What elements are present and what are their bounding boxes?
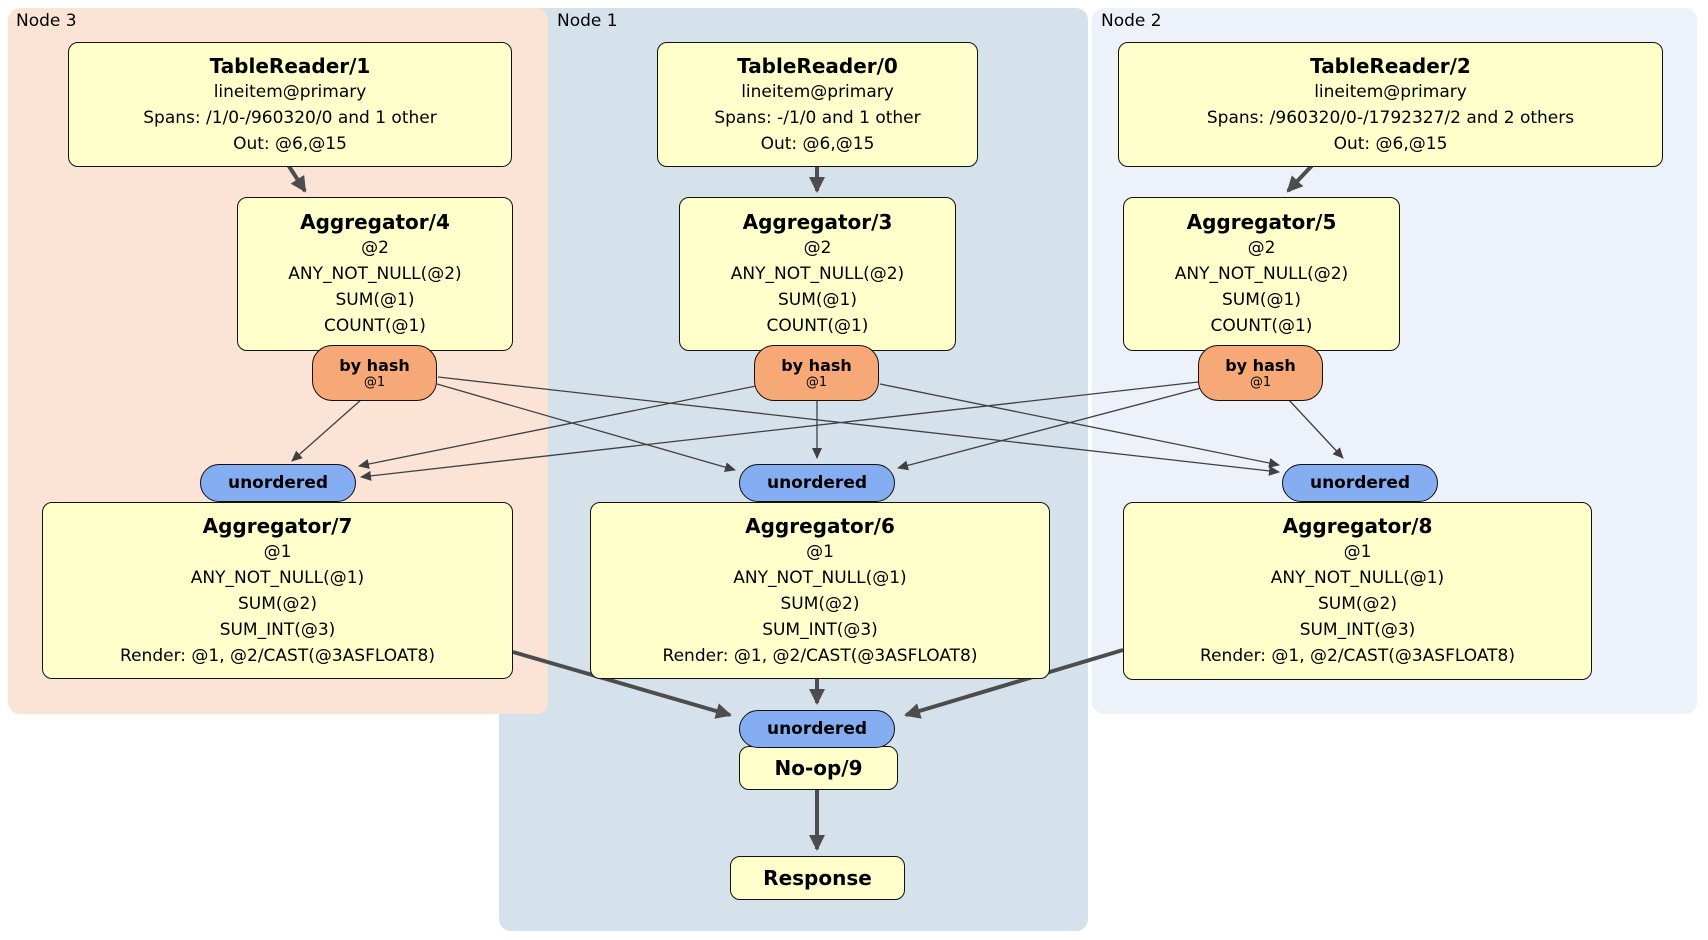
router-detail: @1 — [805, 375, 828, 390]
processor-line: Out: @6,@15 — [760, 133, 875, 154]
processor-line: @1 — [806, 541, 834, 562]
processor-title: Aggregator/8 — [1282, 514, 1433, 538]
processor-aggregator-5: Aggregator/5 @2 ANY_NOT_NULL(@2) SUM(@1)… — [1123, 197, 1400, 351]
processor-tablereader-2: TableReader/2 lineitem@primary Spans: /9… — [1118, 42, 1663, 167]
processor-aggregator-8: Aggregator/8 @1 ANY_NOT_NULL(@1) SUM(@2)… — [1123, 502, 1592, 680]
stream-unordered-node1: unordered — [739, 464, 895, 502]
processor-title: Aggregator/5 — [1186, 210, 1337, 234]
processor-title: Aggregator/7 — [202, 513, 353, 538]
processor-line: lineitem@primary — [1314, 81, 1467, 102]
processor-title: TableReader/1 — [209, 53, 371, 78]
processor-noop-9: No-op/9 — [739, 746, 898, 790]
region-label-node-2: Node 2 — [1101, 11, 1162, 31]
processor-line: SUM_INT(@3) — [762, 619, 878, 640]
stream-unordered-node2: unordered — [1282, 464, 1438, 502]
router-by-hash-node2: by hash @1 — [1198, 345, 1323, 401]
processor-aggregator-6: Aggregator/6 @1 ANY_NOT_NULL(@1) SUM(@2)… — [590, 502, 1050, 679]
processor-title: TableReader/2 — [1310, 53, 1471, 78]
processor-line: SUM(@1) — [335, 290, 415, 310]
processor-aggregator-3: Aggregator/3 @2 ANY_NOT_NULL(@2) SUM(@1)… — [679, 197, 956, 351]
stream-label: unordered — [227, 473, 329, 493]
processor-line: @1 — [263, 541, 292, 562]
processor-line: @2 — [361, 238, 389, 258]
processor-line: @2 — [803, 238, 832, 258]
router-label: by hash — [781, 356, 852, 375]
processor-line: lineitem@primary — [213, 81, 367, 102]
processor-title: TableReader/0 — [737, 53, 898, 78]
processor-response: Response — [730, 856, 905, 900]
router-by-hash-node3: by hash @1 — [312, 345, 437, 401]
processor-line: COUNT(@1) — [766, 316, 869, 336]
processor-line: COUNT(@1) — [324, 316, 426, 336]
region-label-node-3: Node 3 — [16, 11, 77, 31]
stream-label: unordered — [766, 719, 868, 739]
processor-line: Spans: /1/0-/960320/0 and 1 other — [143, 107, 437, 128]
processor-line: ANY_NOT_NULL(@2) — [288, 264, 462, 284]
processor-tablereader-0: TableReader/0 lineitem@primary Spans: -/… — [657, 42, 978, 167]
processor-line: ANY_NOT_NULL(@1) — [190, 567, 365, 588]
processor-line: SUM(@1) — [778, 290, 857, 310]
router-detail: @1 — [1249, 375, 1272, 390]
router-by-hash-node1: by hash @1 — [754, 345, 879, 401]
processor-title: Aggregator/3 — [742, 210, 893, 234]
processor-title: Response — [763, 866, 872, 890]
processor-line: SUM(@2) — [1318, 594, 1397, 614]
processor-line: Render: @1, @2/CAST(@3ASFLOAT8) — [1200, 646, 1515, 666]
region-label-node-1: Node 1 — [557, 11, 618, 31]
processor-line: ANY_NOT_NULL(@2) — [1174, 264, 1349, 284]
processor-line: SUM(@2) — [780, 593, 860, 614]
processor-aggregator-4: Aggregator/4 @2 ANY_NOT_NULL(@2) SUM(@1)… — [237, 197, 513, 351]
processor-line: COUNT(@1) — [1210, 316, 1313, 336]
processor-line: ANY_NOT_NULL(@2) — [730, 264, 905, 284]
processor-line: ANY_NOT_NULL(@1) — [733, 567, 907, 588]
stream-label: unordered — [766, 473, 868, 493]
stream-unordered-node3: unordered — [200, 464, 356, 502]
processor-line: SUM(@2) — [238, 593, 317, 614]
processor-line: ANY_NOT_NULL(@1) — [1270, 568, 1445, 588]
router-label: by hash — [1225, 356, 1296, 375]
processor-title: No-op/9 — [774, 756, 863, 780]
processor-line: SUM_INT(@3) — [219, 619, 336, 640]
processor-line: Spans: /960320/0-/1792327/2 and 2 others — [1206, 107, 1575, 128]
processor-line: SUM_INT(@3) — [1299, 620, 1416, 640]
processor-title: Aggregator/4 — [300, 210, 450, 234]
router-label: by hash — [339, 356, 410, 375]
processor-line: Render: @1, @2/CAST(@3ASFLOAT8) — [120, 645, 435, 666]
router-detail: @1 — [363, 375, 386, 390]
processor-line: SUM(@1) — [1222, 290, 1301, 310]
processor-tablereader-1: TableReader/1 lineitem@primary Spans: /1… — [68, 42, 512, 167]
processor-line: lineitem@primary — [741, 81, 894, 102]
processor-line: Spans: -/1/0 and 1 other — [714, 107, 921, 128]
stream-unordered-final: unordered — [739, 710, 895, 748]
processor-line: Out: @6,@15 — [233, 133, 347, 154]
processor-title: Aggregator/6 — [745, 513, 895, 538]
processor-aggregator-7: Aggregator/7 @1 ANY_NOT_NULL(@1) SUM(@2)… — [42, 502, 513, 679]
processor-line: Out: @6,@15 — [1333, 133, 1448, 154]
processor-line: @1 — [1343, 542, 1372, 562]
processor-line: Render: @1, @2/CAST(@3ASFLOAT8) — [662, 645, 978, 666]
processor-line: @2 — [1247, 238, 1276, 258]
stream-label: unordered — [1309, 473, 1411, 493]
